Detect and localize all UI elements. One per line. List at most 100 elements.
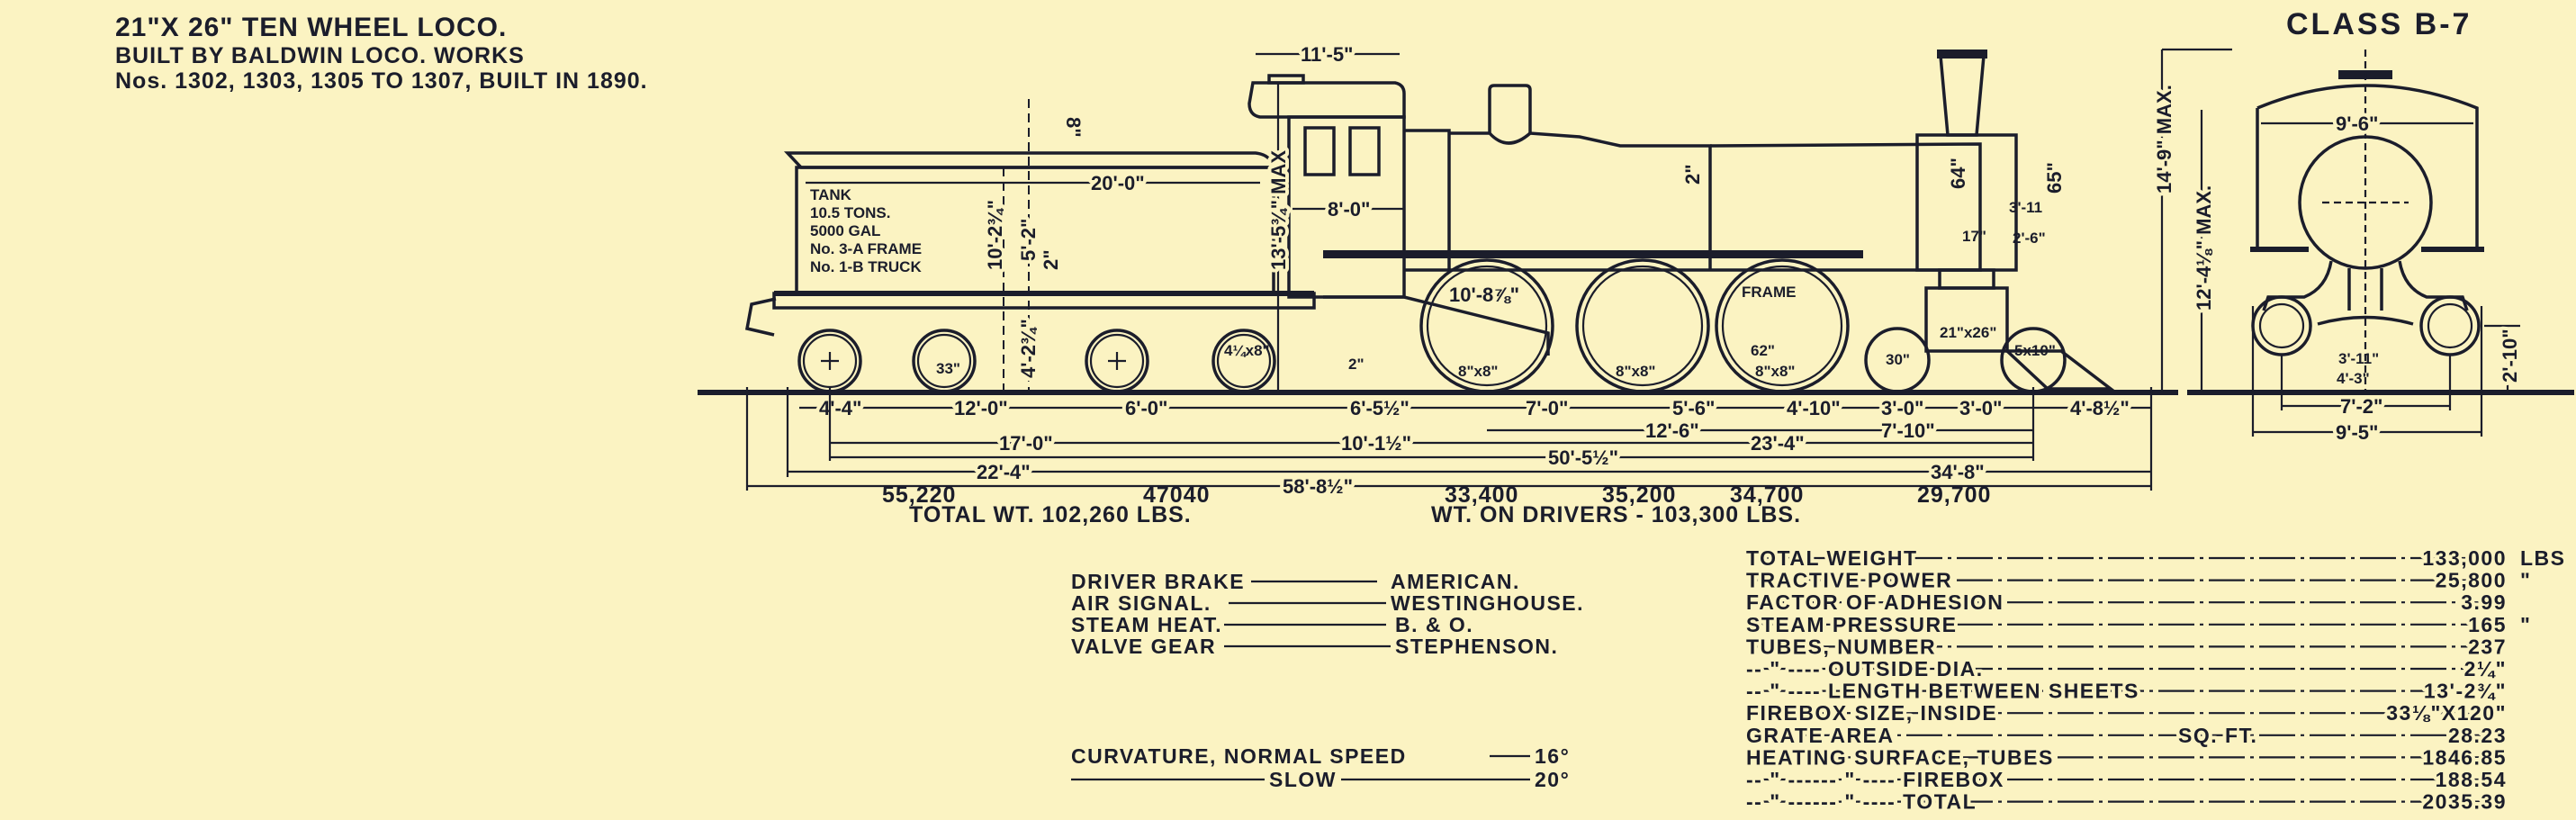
tender-drawing: TANK 10.5 TONS. 5000 GAL No. 3-A FRAME N… bbox=[744, 99, 1316, 393]
class-label: CLASS B-7 bbox=[2286, 7, 2472, 41]
spec-label: GRATE AREA bbox=[1746, 724, 1895, 747]
cab-length-dim: 8'-0" bbox=[1328, 198, 1370, 221]
dim-label: 4'-8½" bbox=[2070, 397, 2130, 419]
dim-label: 3'-0" bbox=[1881, 397, 1923, 419]
front-gauge-dim: 7'-2" bbox=[2340, 395, 2382, 418]
spec-label: -- " ------ " ---- TOTAL bbox=[1746, 790, 1977, 814]
dome-dim: 2" bbox=[1681, 164, 1704, 185]
driver-journal: 8"x8" bbox=[1458, 363, 1498, 380]
title: 21"X 26" TEN WHEEL LOCO. bbox=[115, 13, 507, 42]
tender-wheels bbox=[797, 329, 1276, 393]
engine-numbers: Nos. 1302, 1303, 1305 TO 1307, BUILT IN … bbox=[115, 68, 648, 94]
dim-label: 3'-0" bbox=[1959, 397, 2002, 419]
spec-value: 2¼" bbox=[2464, 657, 2507, 680]
spec-value: 28.23 bbox=[2448, 724, 2507, 747]
weight-on-drivers: WT. ON DRIVERS - 103,300 LBS. bbox=[1431, 502, 1801, 527]
extension-lines bbox=[745, 387, 2153, 491]
wheel-centers bbox=[821, 352, 1126, 370]
tender-dim: 10'-2¾" bbox=[984, 200, 1006, 270]
curvature-normal-value: 16° bbox=[1535, 744, 1570, 768]
boiler-dia-dim: 64" bbox=[1947, 158, 1969, 189]
front-cab-width-dim: 9'-6" bbox=[2336, 113, 2378, 135]
equipment-label: DRIVER BRAKE bbox=[1071, 570, 1245, 593]
steam-dome bbox=[1488, 84, 1532, 133]
equipment-row: DRIVER BRAKE AMERICAN. bbox=[1071, 570, 1520, 593]
dim-label: 7'-10" bbox=[1881, 419, 1935, 442]
front-overall-width-dim: 9'-5" bbox=[2336, 421, 2378, 444]
equipment-list: DRIVER BRAKE AMERICAN. AIR SIGNAL. WESTI… bbox=[1071, 570, 1583, 658]
cab-outline bbox=[2256, 84, 2479, 248]
spec-label: FACTOR OF ADHESION bbox=[1746, 590, 2004, 614]
dim-label: 34'-8" bbox=[1931, 461, 1985, 483]
smokebox bbox=[1915, 133, 2018, 272]
front-view: 14'-9" MAX. 12'-4⅛" MAX. 9'-6" 3'-11" 4'… bbox=[2149, 48, 2574, 447]
spec-label: TRACTIVE POWER bbox=[1746, 569, 1952, 592]
spec-label: -- " ---- OUTSIDE DIA. bbox=[1746, 657, 1984, 680]
smokestack bbox=[1939, 54, 1986, 137]
gap-dim: 2" bbox=[1348, 356, 1365, 373]
boiler-dia-dim: 65" bbox=[2043, 162, 2066, 194]
axle-weight: 33,400 bbox=[1445, 482, 1518, 508]
driver-wheel-rim bbox=[1581, 265, 1704, 387]
dim-label: 22'-4" bbox=[977, 461, 1031, 483]
axle-weight: 29,700 bbox=[1917, 482, 1991, 508]
front-boiler-height-dim: 12'-4⅛" MAX. bbox=[2193, 185, 2215, 311]
driver-diameter: 62" bbox=[1751, 342, 1775, 359]
front-frame-dim: 3'-11" bbox=[2338, 350, 2379, 367]
driver-wheels bbox=[1419, 258, 1850, 393]
stack-dim: 2'-6" bbox=[2013, 230, 2046, 247]
driver-wheel-rim bbox=[1426, 265, 1548, 387]
tender-note: 10.5 TONS. bbox=[810, 204, 890, 221]
equipment-label: AIR SIGNAL. bbox=[1071, 591, 1211, 615]
truck-wheel bbox=[1864, 327, 1931, 393]
equipment-label: VALVE GEAR bbox=[1071, 635, 1216, 658]
dim-label: 6'-5½" bbox=[1350, 397, 1410, 419]
front-wheel bbox=[2419, 295, 2481, 356]
dim-label: 23'-4" bbox=[1751, 432, 1805, 455]
builder: BUILT BY BALDWIN LOCO. WORKS bbox=[115, 43, 525, 68]
axle-weight: 55,220 bbox=[882, 482, 956, 508]
dim-label: 12'-6" bbox=[1645, 419, 1699, 442]
dim-label: 50'-5½" bbox=[1548, 446, 1618, 469]
tender-note: No. 3-A FRAME bbox=[810, 240, 922, 257]
front-wheel-hub bbox=[2258, 302, 2305, 349]
boiler-barrel bbox=[1404, 142, 1982, 272]
tender-note: TANK bbox=[810, 186, 852, 203]
cab-vent bbox=[1267, 74, 1305, 85]
truck-wheel-dia: 30" bbox=[1886, 351, 1910, 368]
dim-label: 6'-0" bbox=[1125, 397, 1167, 419]
cab-window bbox=[1303, 126, 1336, 176]
driver-wheel bbox=[1419, 258, 1554, 393]
driver-journal: 8"x8" bbox=[1616, 363, 1655, 380]
axle-weight: 35,200 bbox=[1602, 482, 1676, 508]
cylinder bbox=[1924, 286, 2009, 353]
tender-coupler bbox=[744, 297, 777, 337]
driver-center-dim: 10'-8⅞" bbox=[1449, 284, 1519, 306]
tender-note: No. 1-B TRUCK bbox=[810, 258, 922, 275]
front-wheel bbox=[2251, 295, 2312, 356]
spec-unit: " bbox=[2520, 569, 2531, 592]
dim-label: 4'-10" bbox=[1787, 397, 1841, 419]
spec-value: 1846.85 bbox=[2422, 745, 2507, 769]
tender-total-weight: TOTAL WT. 102,260 LBS. bbox=[909, 502, 1192, 527]
spec-label: TUBES, NUMBER bbox=[1746, 635, 1936, 658]
front-max-height-dim: 14'-9" MAX. bbox=[2153, 85, 2175, 194]
axle-weight: 47040 bbox=[1143, 482, 1211, 508]
equipment-value: AMERICAN. bbox=[1391, 570, 1520, 593]
locomotive-drawing: 11'-5" 13'-5¾" MAX 8'-0" 10'-8⅞" 8"x8" 8… bbox=[1247, 40, 2116, 393]
stack-dim: 3'-11 bbox=[2009, 199, 2042, 216]
loco-max-height-dim: 13'-5¾" MAX bbox=[1267, 150, 1290, 270]
spec-value: 33⅛"X120" bbox=[2386, 701, 2507, 725]
dim-label: 7'-0" bbox=[1526, 397, 1568, 419]
spec-value: 13'-2¾" bbox=[2424, 680, 2507, 703]
front-axle-height-dim: 2'-10" bbox=[2499, 329, 2521, 383]
header: 21"X 26" TEN WHEEL LOCO. BUILT BY BALDWI… bbox=[115, 7, 2472, 94]
tender-dim: 8" bbox=[1062, 117, 1085, 138]
